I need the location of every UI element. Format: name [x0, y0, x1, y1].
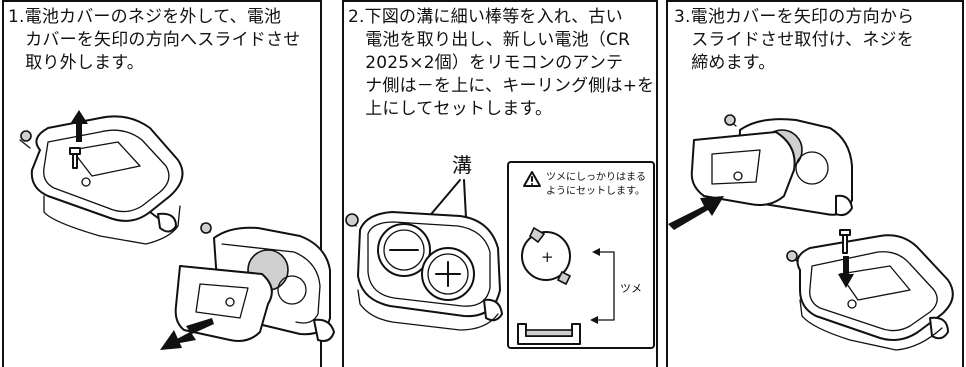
battery-holder-top-view: + — [521, 226, 572, 286]
warning-icon — [523, 171, 541, 187]
note-box — [507, 161, 655, 349]
step1-instructions: 1.電池カバーのネジを外して、電池 カバーを矢印の方向へスライドさせ 取り外しま… — [8, 6, 300, 75]
step2-line: 2.下図の溝に細い棒等を入れ、古い — [348, 7, 623, 27]
step2-line: 上にしてセットします。 — [348, 99, 553, 119]
step2-line: 2025×2個）をリモコンのアンテ — [348, 53, 624, 73]
battery-minus — [377, 223, 431, 277]
step3-line: 3.電池カバーを矢印の方向から — [674, 7, 915, 27]
battery-holder-side-view — [517, 323, 581, 345]
remote-with-cover — [19, 115, 184, 245]
remote-assembled — [786, 234, 954, 351]
note-line: ようにセットします。 — [546, 185, 645, 197]
claw-label: ツメ — [620, 282, 642, 295]
down-arrow-icon — [838, 256, 854, 288]
step1-line: 取り外します。 — [8, 53, 144, 73]
step2-instructions: 2.下図の溝に細い棒等を入れ、古い 電池を取り出し、新しい電池（CR 2025×… — [348, 6, 654, 121]
screw-icon — [839, 229, 851, 254]
note-line: ツメにしっかりはまる — [546, 171, 646, 183]
battery-plus — [421, 247, 475, 301]
right-arrow-icon — [668, 196, 724, 230]
step3-instructions: 3.電池カバーを矢印の方向から スライドさせ取付け、ネジを 締めます。 — [674, 6, 914, 75]
down-left-arrow-icon — [160, 318, 214, 350]
remote-cover-sliding — [174, 222, 335, 342]
remote-cover-sliding-on — [690, 114, 853, 217]
step2-line: ナ側は－を上に、キーリング側は+を — [348, 76, 655, 96]
step3-line: 締めます。 — [674, 53, 776, 73]
step3-line: スライドさせ取付け、ネジを — [674, 30, 914, 50]
up-arrow-icon — [70, 110, 88, 142]
screw-icon — [69, 147, 81, 169]
plus-symbol: + — [541, 248, 554, 266]
step2-line: 電池を取り出し、新しい電池（CR — [348, 30, 631, 50]
groove-label: 溝 — [452, 153, 472, 177]
claw-pointer — [590, 248, 615, 324]
step1-line: カバーを矢印の方向へスライドさせ — [8, 30, 301, 50]
step1-illustration — [19, 110, 335, 350]
step1-line: 1.電池カバーのネジを外して、電池 — [8, 7, 282, 27]
